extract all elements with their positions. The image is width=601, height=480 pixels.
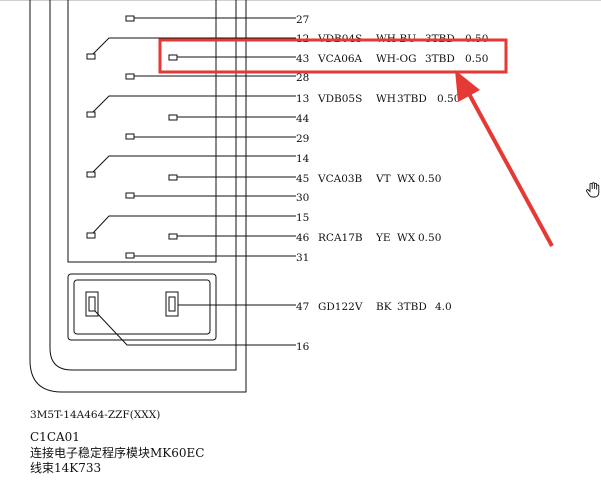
wire-16: [94, 310, 296, 346]
wire-size-47: 4.0: [435, 301, 452, 313]
terminal-14: [86, 171, 96, 178]
housing-outer: [29, 0, 247, 393]
wire-gauge-13: 3TBD: [397, 93, 427, 105]
terminal-block-frame: [67, 0, 217, 263]
pin-label-14: 14: [296, 153, 310, 165]
wire-gauge-46: WX: [397, 232, 416, 244]
terminal-16-inner: [88, 296, 96, 312]
annotation-arrow-head: [455, 70, 480, 102]
pin-label-46: 46: [296, 232, 310, 244]
pin-label-30: 30: [296, 192, 309, 204]
wire-size-43: 0.50: [465, 53, 488, 65]
circuit-code-46: RCA17B: [318, 232, 363, 244]
hand-cursor-icon: [586, 182, 600, 198]
terminal-31: [125, 252, 135, 259]
terminal-16: [85, 291, 99, 317]
pin-label-13: 13: [296, 93, 309, 105]
pin-label-43: 43: [296, 53, 309, 65]
harness-number: 线束14K733: [30, 461, 102, 475]
terminal-29: [125, 133, 135, 140]
circuit-code-13: VDB05S: [317, 93, 362, 105]
wire-size-45: 0.50: [418, 173, 441, 185]
terminal-13: [86, 111, 96, 118]
wire-12: [92, 37, 296, 55]
pin-label-31: 31: [296, 252, 309, 264]
pin-label-27: 27: [296, 14, 309, 26]
wire-size-13: 0.50: [437, 93, 460, 105]
wire-14: [92, 155, 296, 173]
pin-label-16: 16: [296, 341, 310, 353]
terminal-27: [125, 15, 135, 22]
highlight-box: [158, 38, 508, 74]
terminal-28: [125, 73, 135, 80]
pin-label-29: 29: [296, 133, 309, 145]
top-border: [0, 0, 601, 1]
terminal-45: [168, 174, 178, 181]
housing-mid: [49, 0, 237, 371]
wire-13: [92, 95, 296, 113]
annotation-arrow: [466, 91, 554, 247]
wire-gauge-43: 3TBD: [425, 53, 455, 65]
connector-code: C1CA01: [30, 430, 80, 444]
terminal-47-inner: [168, 296, 176, 312]
wire-color-46: YE: [375, 232, 391, 244]
power-pin-frame: [67, 273, 217, 341]
pin-label-15: 15: [296, 212, 309, 224]
wire-gauge-45: WX: [397, 173, 416, 185]
power-pin-inner-frame: [73, 279, 211, 335]
wire-color-13: WH: [376, 93, 396, 105]
pin-label-28: 28: [296, 72, 309, 84]
part-number: 3M5T-14A464-ZZF(XXX): [30, 409, 161, 421]
terminal-44: [168, 114, 178, 121]
pin-label-45: 45: [296, 173, 309, 185]
pin-label-44: 44: [296, 113, 310, 125]
connector-description: 连接电子稳定程序模块MK60EC: [30, 446, 205, 460]
circuit-code-47: GD122V: [318, 301, 363, 313]
wire-15: [92, 215, 296, 234]
circuit-code-45: VCA03B: [317, 173, 363, 185]
terminal-15: [86, 232, 96, 239]
wire-color-47: BK: [376, 301, 392, 313]
terminal-47: [165, 291, 179, 317]
terminal-12: [86, 53, 96, 60]
wire-size-46: 0.50: [418, 232, 441, 244]
terminal-30: [125, 192, 135, 199]
pin-label-47: 47: [296, 301, 309, 313]
wire-gauge-47: 3TBD: [397, 301, 427, 313]
terminal-43: [168, 54, 178, 61]
wire-color-45: VT: [375, 173, 391, 185]
terminal-46: [168, 233, 178, 240]
wire-color-43: WH-OG: [376, 53, 417, 65]
circuit-code-43: VCA06A: [317, 53, 363, 65]
